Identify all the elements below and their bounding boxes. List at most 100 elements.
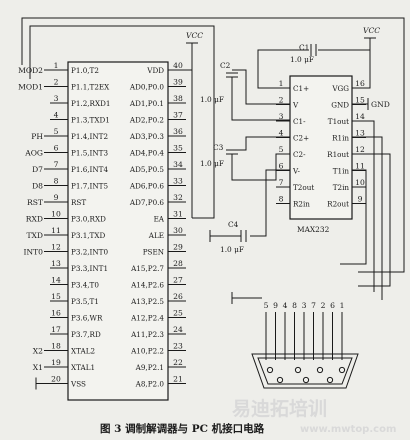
max232-pin-number: 8 [279,195,284,204]
max232-pin-number: 2 [279,96,284,105]
max232-pin-label: R1in [332,134,349,143]
mcu-pin-number: 1 [54,61,59,70]
mcu-pin-number: 7 [54,160,59,169]
max232-pin-number: 16 [355,79,365,88]
max232-pin-number: 14 [355,112,365,121]
db9-pin-number: 6 [330,301,335,310]
signal-label: MOD1 [18,83,43,92]
mcu-pin-label: P3.5,T1 [71,297,99,306]
mcu-pin-number: 20 [51,375,61,384]
watermark-url: www.mwtop.com [300,424,396,435]
mcu-pin-label: P3.6,WR [71,314,103,323]
db9-pin-hole [316,366,324,374]
mod2-loop-wire [21,17,405,273]
mcu-pin-number: 34 [173,160,183,169]
mcu-pin-label: P3.0,RXD [71,215,106,224]
mcu-pin-label: VDD [146,66,164,75]
mcu-pin-label: XTAL1 [71,363,95,372]
mcu-pin-number: 35 [173,144,183,153]
max232-pin-label: C1+ [293,84,309,93]
mcu-pin-label: A12,P2.4 [130,314,164,323]
signal-label: INT0 [23,248,43,257]
signal-label: AOG [24,149,43,158]
max232-pin-label: C2- [293,150,306,159]
max232-pin-number: 7 [279,178,284,187]
mcu-pin-number: 4 [54,111,59,120]
db9-pin-number: 7 [311,301,316,310]
signal-label: D7 [32,165,43,174]
c1-name: C1 [299,43,309,52]
mcu-pin-number: 15 [51,292,61,301]
r1in-wire [352,136,383,300]
c2-value: 1.0 μF [200,95,224,104]
signal-label: X1 [33,363,43,372]
mcu-pin-number: 37 [173,111,183,120]
db9-pin-number: 4 [283,301,288,310]
c3-name: C3 [213,143,224,152]
max232-pin-label: C1- [293,117,306,126]
mcu-pin-number: 11 [51,226,61,235]
mcu-pin-number: 26 [173,292,183,301]
mcu-pin-label: P3.4,T0 [71,281,99,290]
max232-pins: 1C1+2V3C1-4C2+5C2-6V-7T2out8R2in16VGG15G… [276,79,366,209]
max232-pin-number: 11 [355,162,365,171]
mcu-pin-label: P3.1,TXD [71,231,105,240]
max232-chip-body [289,75,353,220]
signal-label: X2 [33,347,43,356]
mcu-pin-label: P1.2,RXD1 [71,99,110,108]
mcu-pin-number: 18 [51,342,61,351]
mcu-pin-number: 31 [173,210,183,219]
db9-shell-inner [257,357,353,385]
mcu-pin-number: 30 [173,226,183,235]
db9-pin-hole [276,376,284,384]
mcu-pin-label: EA [154,215,165,224]
mcu-pin-label: P1.0,T2 [71,66,99,75]
mcu-pin-number: 21 [173,375,183,384]
c1-right-wire [318,49,371,89]
mcu-pin-number: 22 [173,358,183,367]
signal-label: RST [27,198,43,207]
mcu-pin-number: 24 [173,325,183,334]
mcu-pin-label: P3.2,INT0 [71,248,108,257]
c3-bottom-wire [231,153,290,181]
mcu-pin-number: 12 [51,243,61,252]
mcu-pin-number: 13 [51,259,61,268]
mcu-pin-label: A9,P2.1 [135,363,164,372]
mcu-pin-number: 10 [51,210,61,219]
signal-label: TXD [26,231,43,240]
c4-name: C4 [228,220,239,229]
max232-name: MAX232 [297,225,329,234]
mcu-pin-number: 27 [173,276,183,285]
gnd-label: GND [371,100,390,109]
mcu-pin-label: A13,P2.5 [130,297,164,306]
c1-value: 1.0 μF [290,55,314,64]
max232-pin-label: C2+ [293,134,309,143]
mcu-pin-label: AD7,P0.6 [129,198,165,207]
mcu-pin-number: 3 [54,94,59,103]
mcu-pin-number: 14 [51,276,61,285]
mcu-pin-number: 16 [51,309,61,318]
mcu-pin-number: 36 [173,127,183,136]
max232-pin-number: 9 [358,195,363,204]
mcu-pin-label: ALE [148,231,164,240]
signal-label: MOD2 [18,66,43,75]
mcu-pin-number: 5 [54,127,59,136]
figure-caption: 图 3 调制解调器与 PC 机接口电路 [100,422,265,435]
vcc-label-mcu: VCC [186,31,203,40]
watermark-text: 易迪拓培训 [232,397,327,420]
mcu-right-pins: 40VDD39AD0,P0.038AD1,P0.137AD2,P0.236AD3… [129,61,186,389]
mcu-pin-label: XTAL2 [71,347,95,356]
mcu-chip-body [67,61,169,401]
mcu-pin-label: PSEN [143,248,164,257]
mcu-pin-number: 28 [173,259,183,268]
mcu-pin-label: A15,P2.7 [130,264,164,273]
mcu-pin-number: 39 [173,78,183,87]
max232-pin-number: 13 [355,129,365,138]
max232-pin-label: T1in [333,167,350,176]
db9-shell [251,353,359,389]
max232-pin-label: VGG [331,84,349,93]
c4-right-wire [250,169,290,237]
signal-label: D8 [32,182,43,191]
